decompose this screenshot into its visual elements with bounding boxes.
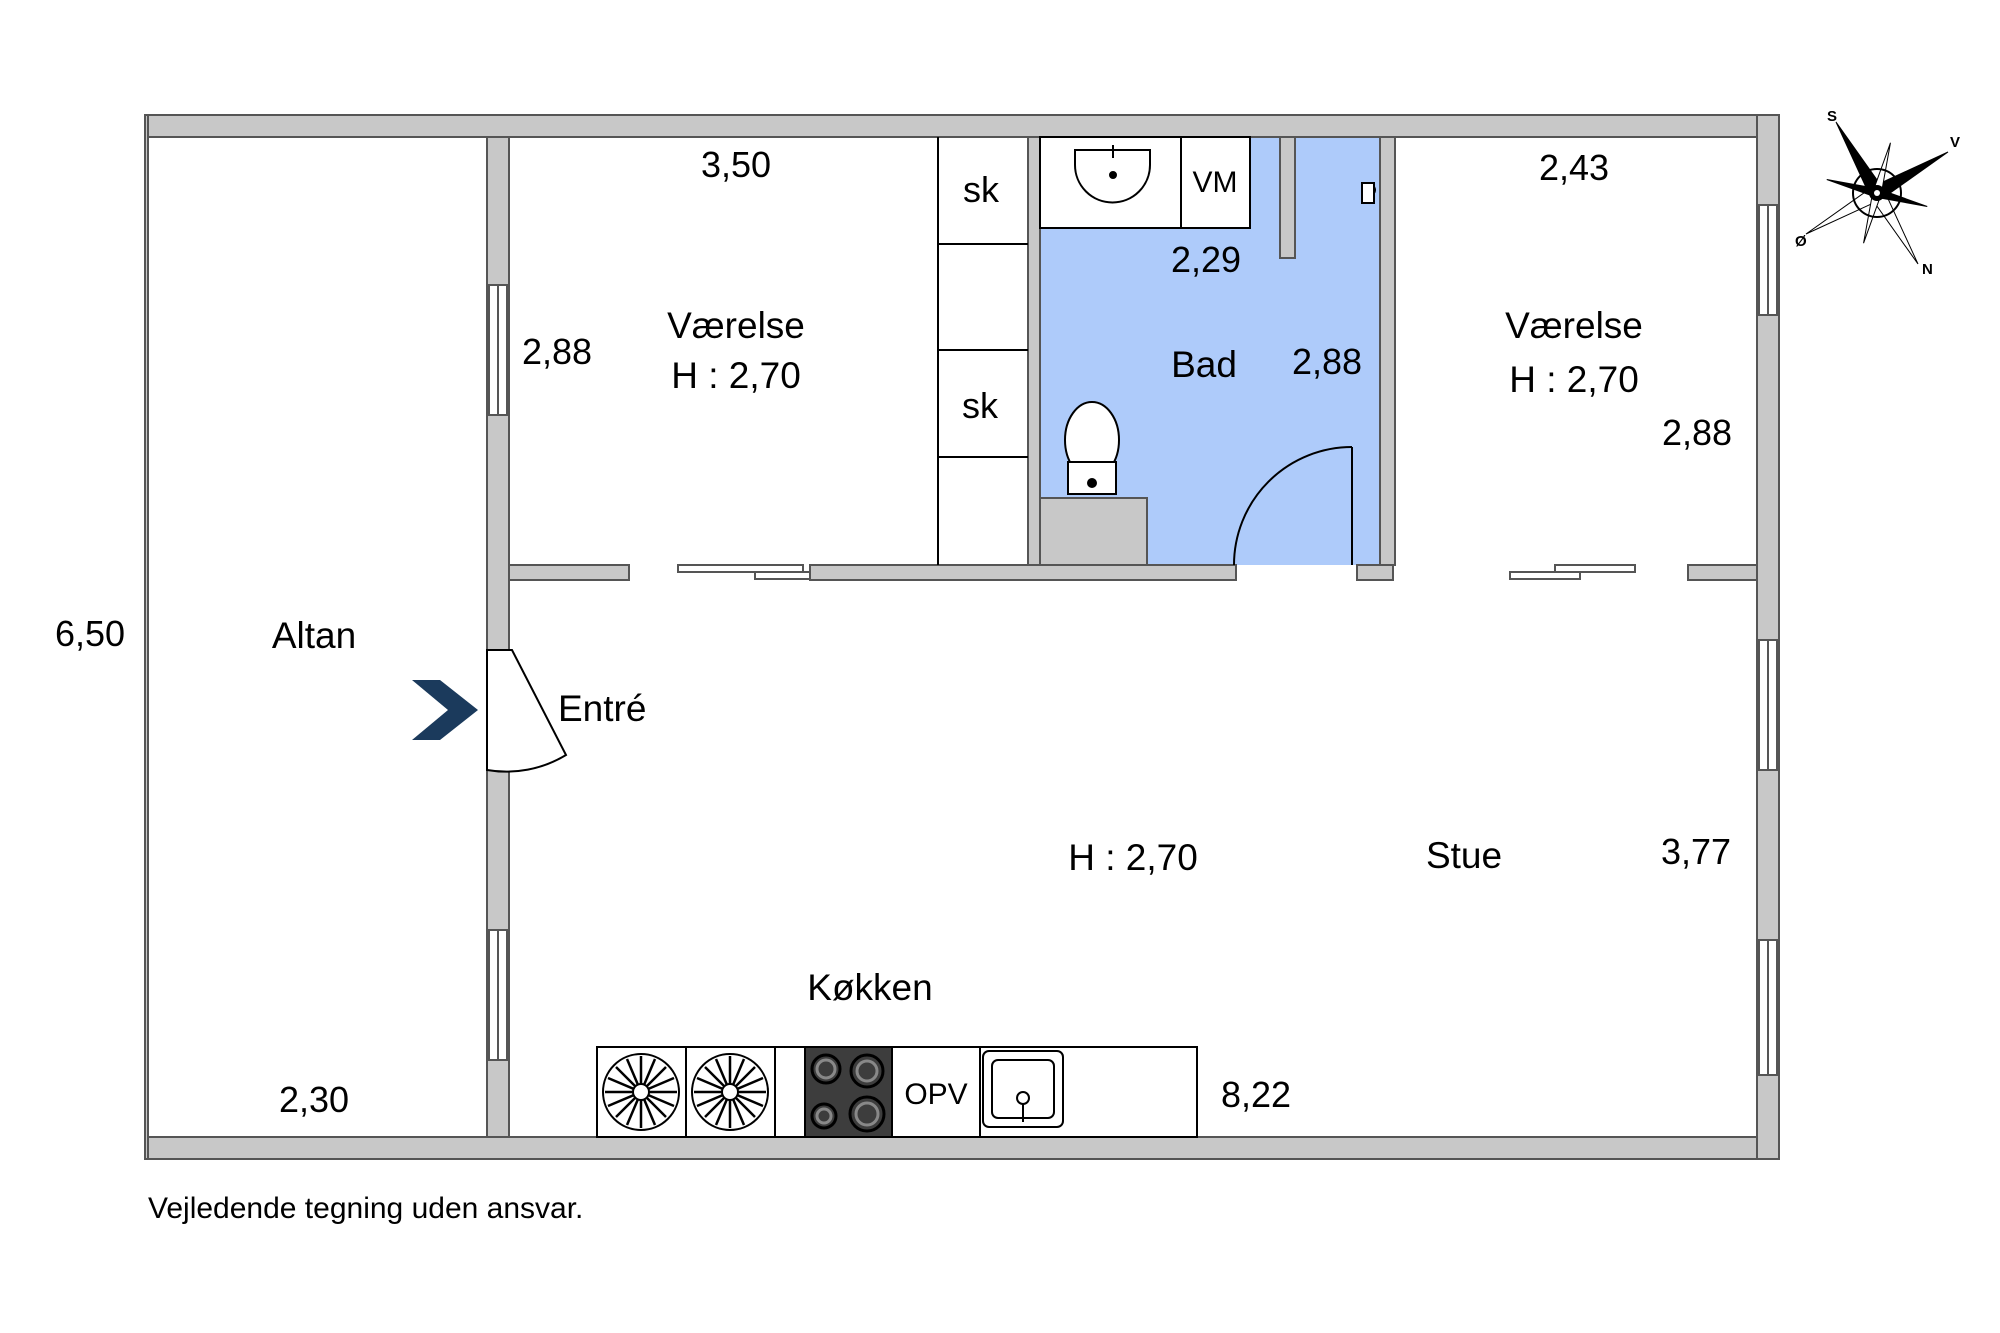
walls <box>144 114 1780 1160</box>
sliding-door-right-a <box>1509 571 1581 580</box>
room-height-vaerelse-right: H : 2,70 <box>1509 359 1639 400</box>
room-height-vaerelse-left: H : 2,70 <box>671 355 801 396</box>
dim-stue-depth: 3,77 <box>1661 831 1731 872</box>
room-label-vaerelse-right: Værelse <box>1505 305 1643 346</box>
room-label-kokken: Køkken <box>807 967 932 1008</box>
closet-label-2: sk <box>962 385 999 426</box>
entrance-arrow-icon <box>412 680 478 740</box>
closet-label-1: sk <box>963 169 1000 210</box>
sliding-door-left-b <box>754 571 811 580</box>
dimension-labels: 6,50 2,30 3,50 2,88 2,29 2,88 2,43 2,88 … <box>55 144 1732 1120</box>
dim-vaerelse-left-depth: 2,88 <box>522 331 592 372</box>
disclaimer: Vejledende tegning uden ansvar. <box>148 1192 584 1225</box>
dim-vaerelse-right-width: 2,43 <box>1539 147 1609 188</box>
wall-bath-room <box>1379 136 1396 566</box>
sliding-door-left-a <box>677 564 804 573</box>
room-label-entre: Entré <box>558 688 646 729</box>
room-label-stue: Stue <box>1426 835 1502 876</box>
bathroom-door <box>1233 446 1353 566</box>
wall-closet-bath <box>1027 136 1041 566</box>
dishwasher-label: OPV <box>904 1078 967 1111</box>
room-label-altan: Altan <box>272 615 356 656</box>
dim-vaerelse-left-width: 3,50 <box>701 144 771 185</box>
closets <box>937 137 1028 565</box>
sink-icon <box>982 1050 1064 1128</box>
wall-top <box>144 114 1780 138</box>
dim-bad-width: 2,29 <box>1171 239 1241 280</box>
ventilation-fan-icon <box>602 1053 680 1131</box>
compass-o-label: Ø <box>1795 233 1807 250</box>
windows <box>488 204 1778 1076</box>
washing-machine-label: VM <box>1193 166 1238 199</box>
kitchen-counter <box>596 1046 1198 1138</box>
dim-bad-depth: 2,88 <box>1292 341 1362 382</box>
compass-n-label: N <box>1922 261 1933 278</box>
room-label-vaerelse-left: Værelse <box>667 305 805 346</box>
ventilation-fan-icon <box>691 1053 769 1131</box>
wall-left <box>144 114 149 1160</box>
sliding-door-right-b <box>1554 564 1636 573</box>
wall-mid-center <box>809 564 1237 581</box>
compass-rose-icon: S V Ø N <box>1795 108 1960 278</box>
wall-bath-corner <box>1039 497 1148 566</box>
room-label-bad: Bad <box>1171 344 1237 385</box>
shower-icon <box>1361 182 1376 204</box>
wall-right <box>1756 114 1780 1160</box>
wall-bath-stub <box>1279 136 1296 259</box>
compass-s-label: S <box>1827 108 1837 125</box>
room-height-stue: H : 2,70 <box>1068 837 1198 878</box>
bath-fixtures <box>1039 136 1376 495</box>
fixture-labels: sk sk VM OPV <box>904 166 1237 1111</box>
wall-mid-right <box>1356 564 1394 581</box>
wall-bottom <box>144 1136 1780 1160</box>
dim-stue-width: 8,22 <box>1221 1074 1291 1115</box>
dim-vaerelse-right-depth: 2,88 <box>1662 412 1732 453</box>
wall-mid-left <box>508 564 630 581</box>
sliding-doors <box>677 564 1636 580</box>
dim-altan-height: 6,50 <box>55 613 125 654</box>
entrance-door <box>486 649 568 773</box>
toilet-icon <box>1064 401 1120 495</box>
room-labels: Altan Værelse H : 2,70 Bad Værelse H : 2… <box>272 305 1643 1008</box>
compass-v-label: V <box>1950 134 1960 151</box>
dim-altan-width: 2,30 <box>279 1079 349 1120</box>
wall-mid-far-right <box>1687 564 1758 581</box>
